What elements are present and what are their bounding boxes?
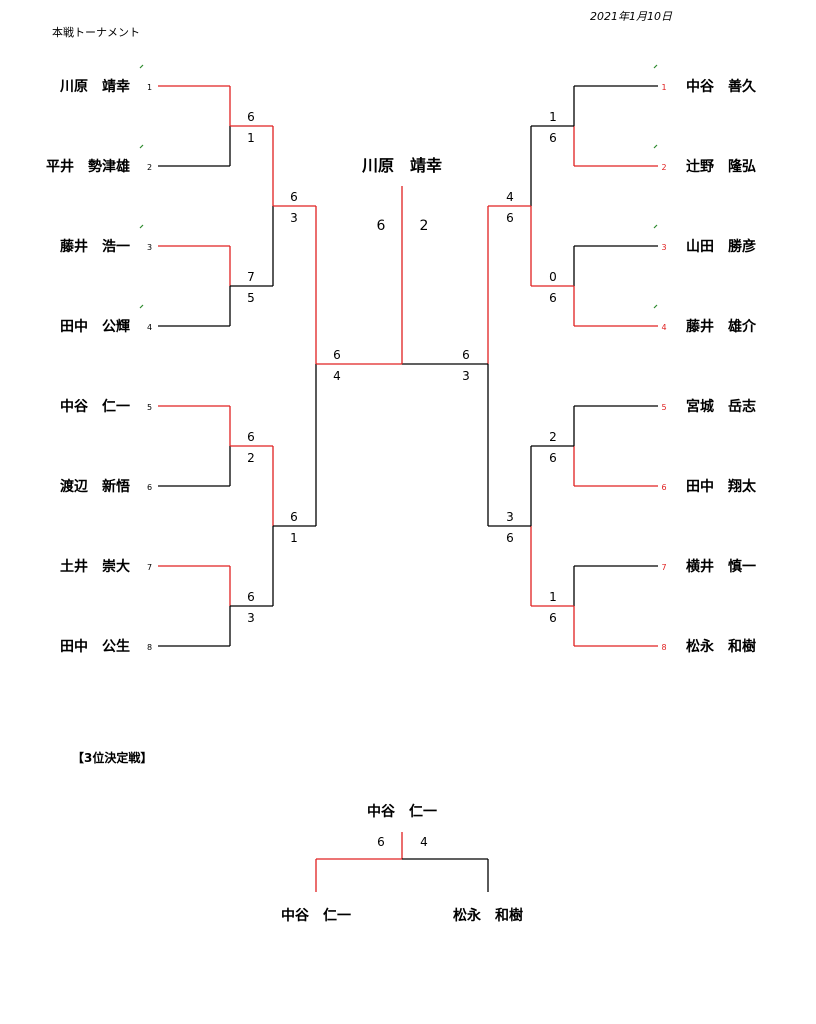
player-name-right: 松永 和樹 [686,638,756,655]
seed-marker-icon [653,144,658,149]
seed-number-left: 6 [147,483,152,492]
match-score-bottom: 6 [549,291,557,305]
match-score-bottom: 6 [549,611,557,625]
match-score-top: 1 [549,110,557,124]
seed-number-right: 3 [661,243,666,252]
third-place-left-player: 中谷 仁一 [281,907,351,924]
seed-number-right: 1 [661,83,666,92]
match-score-bottom: 2 [247,451,255,465]
player-name-left: 田中 公生 [60,638,130,655]
seed-number-left: 5 [147,403,152,412]
match-score-top: 0 [549,270,557,284]
page-title: 本戦トーナメント [52,25,140,39]
match-score-top: 6 [247,430,255,444]
match-score-bottom: 3 [247,611,255,625]
seed-number-right: 4 [661,323,666,332]
match-score-bottom: 3 [290,211,298,225]
match-score-bottom: 6 [549,451,557,465]
match-score-top: 1 [549,590,557,604]
seed-number-left: 2 [147,163,152,172]
player-name-right: 中谷 善久 [686,78,757,95]
match-score-top: 6 [247,590,255,604]
seed-marker-icon [139,144,144,149]
champion-name: 川原 靖幸 [361,156,442,175]
seed-number-left: 8 [147,643,152,652]
player-name-left: 平井 勢津雄 [46,158,130,175]
match-score-bottom: 6 [506,531,514,545]
match-score-top: 2 [549,430,557,444]
seed-number-right: 2 [661,163,666,172]
seed-marker-icon [139,304,144,309]
third-place-left-score: 6 [377,835,385,849]
third-place-title: 【3位決定戦】 [72,750,152,765]
match-score-top: 3 [506,510,514,524]
match-score-bottom: 5 [247,291,255,305]
player-name-right: 田中 翔太 [686,478,757,495]
player-name-right: 辻野 隆弘 [686,158,756,175]
seed-marker-icon [139,224,144,229]
third-place-right-score: 4 [420,835,428,849]
match-score-top: 6 [290,190,298,204]
seed-marker-icon [139,64,144,69]
seed-number-right: 5 [661,403,666,412]
player-name-right: 山田 勝彦 [686,238,756,255]
player-name-left: 田中 公輝 [60,318,130,335]
seed-number-left: 7 [147,563,152,572]
seed-number-left: 1 [147,83,152,92]
third-place-winner: 中谷 仁一 [367,803,437,820]
seed-number-right: 6 [661,483,666,492]
seed-number-right: 7 [661,563,666,572]
match-score-top: 6 [333,348,341,362]
player-name-left: 渡辺 新悟 [60,478,130,495]
bracket-lines: 川原 靖幸 1 平井 勢津雄 2 藤井 浩一 3 田中 公輝 4 中谷 仁一 5 渡辺 新悟 6 土井 … [46,64,757,892]
player-name-right: 横井 慎一 [686,558,756,575]
match-score-top: 4 [506,190,514,204]
player-name-left: 藤井 浩一 [60,238,130,255]
match-score-top: 7 [247,270,255,284]
match-score-bottom: 6 [506,211,514,225]
match-score-top: 6 [290,510,298,524]
seed-marker-icon [653,64,658,69]
match-score-bottom: 1 [247,131,255,145]
match-score-bottom: 6 [549,131,557,145]
match-score-top: 6 [462,348,470,362]
match-score-bottom: 1 [290,531,298,545]
final-left-score: 6 [377,218,386,234]
seed-marker-icon [653,224,658,229]
match-score-bottom: 3 [462,369,470,383]
player-name-right: 宮城 岳志 [686,398,756,415]
seed-number-left: 3 [147,243,152,252]
final-right-score: 2 [420,218,429,234]
match-score-top: 6 [247,110,255,124]
seed-number-right: 8 [661,643,666,652]
seed-number-left: 4 [147,323,152,332]
player-name-left: 土井 崇大 [60,558,130,575]
seed-marker-icon [653,304,658,309]
player-name-left: 川原 靖幸 [59,78,130,95]
event-date: 2021年1月10日 [590,10,673,23]
third-place-right-player: 松永 和樹 [453,907,523,924]
player-name-left: 中谷 仁一 [60,398,130,415]
match-score-bottom: 4 [333,369,341,383]
player-name-right: 藤井 雄介 [686,318,757,335]
